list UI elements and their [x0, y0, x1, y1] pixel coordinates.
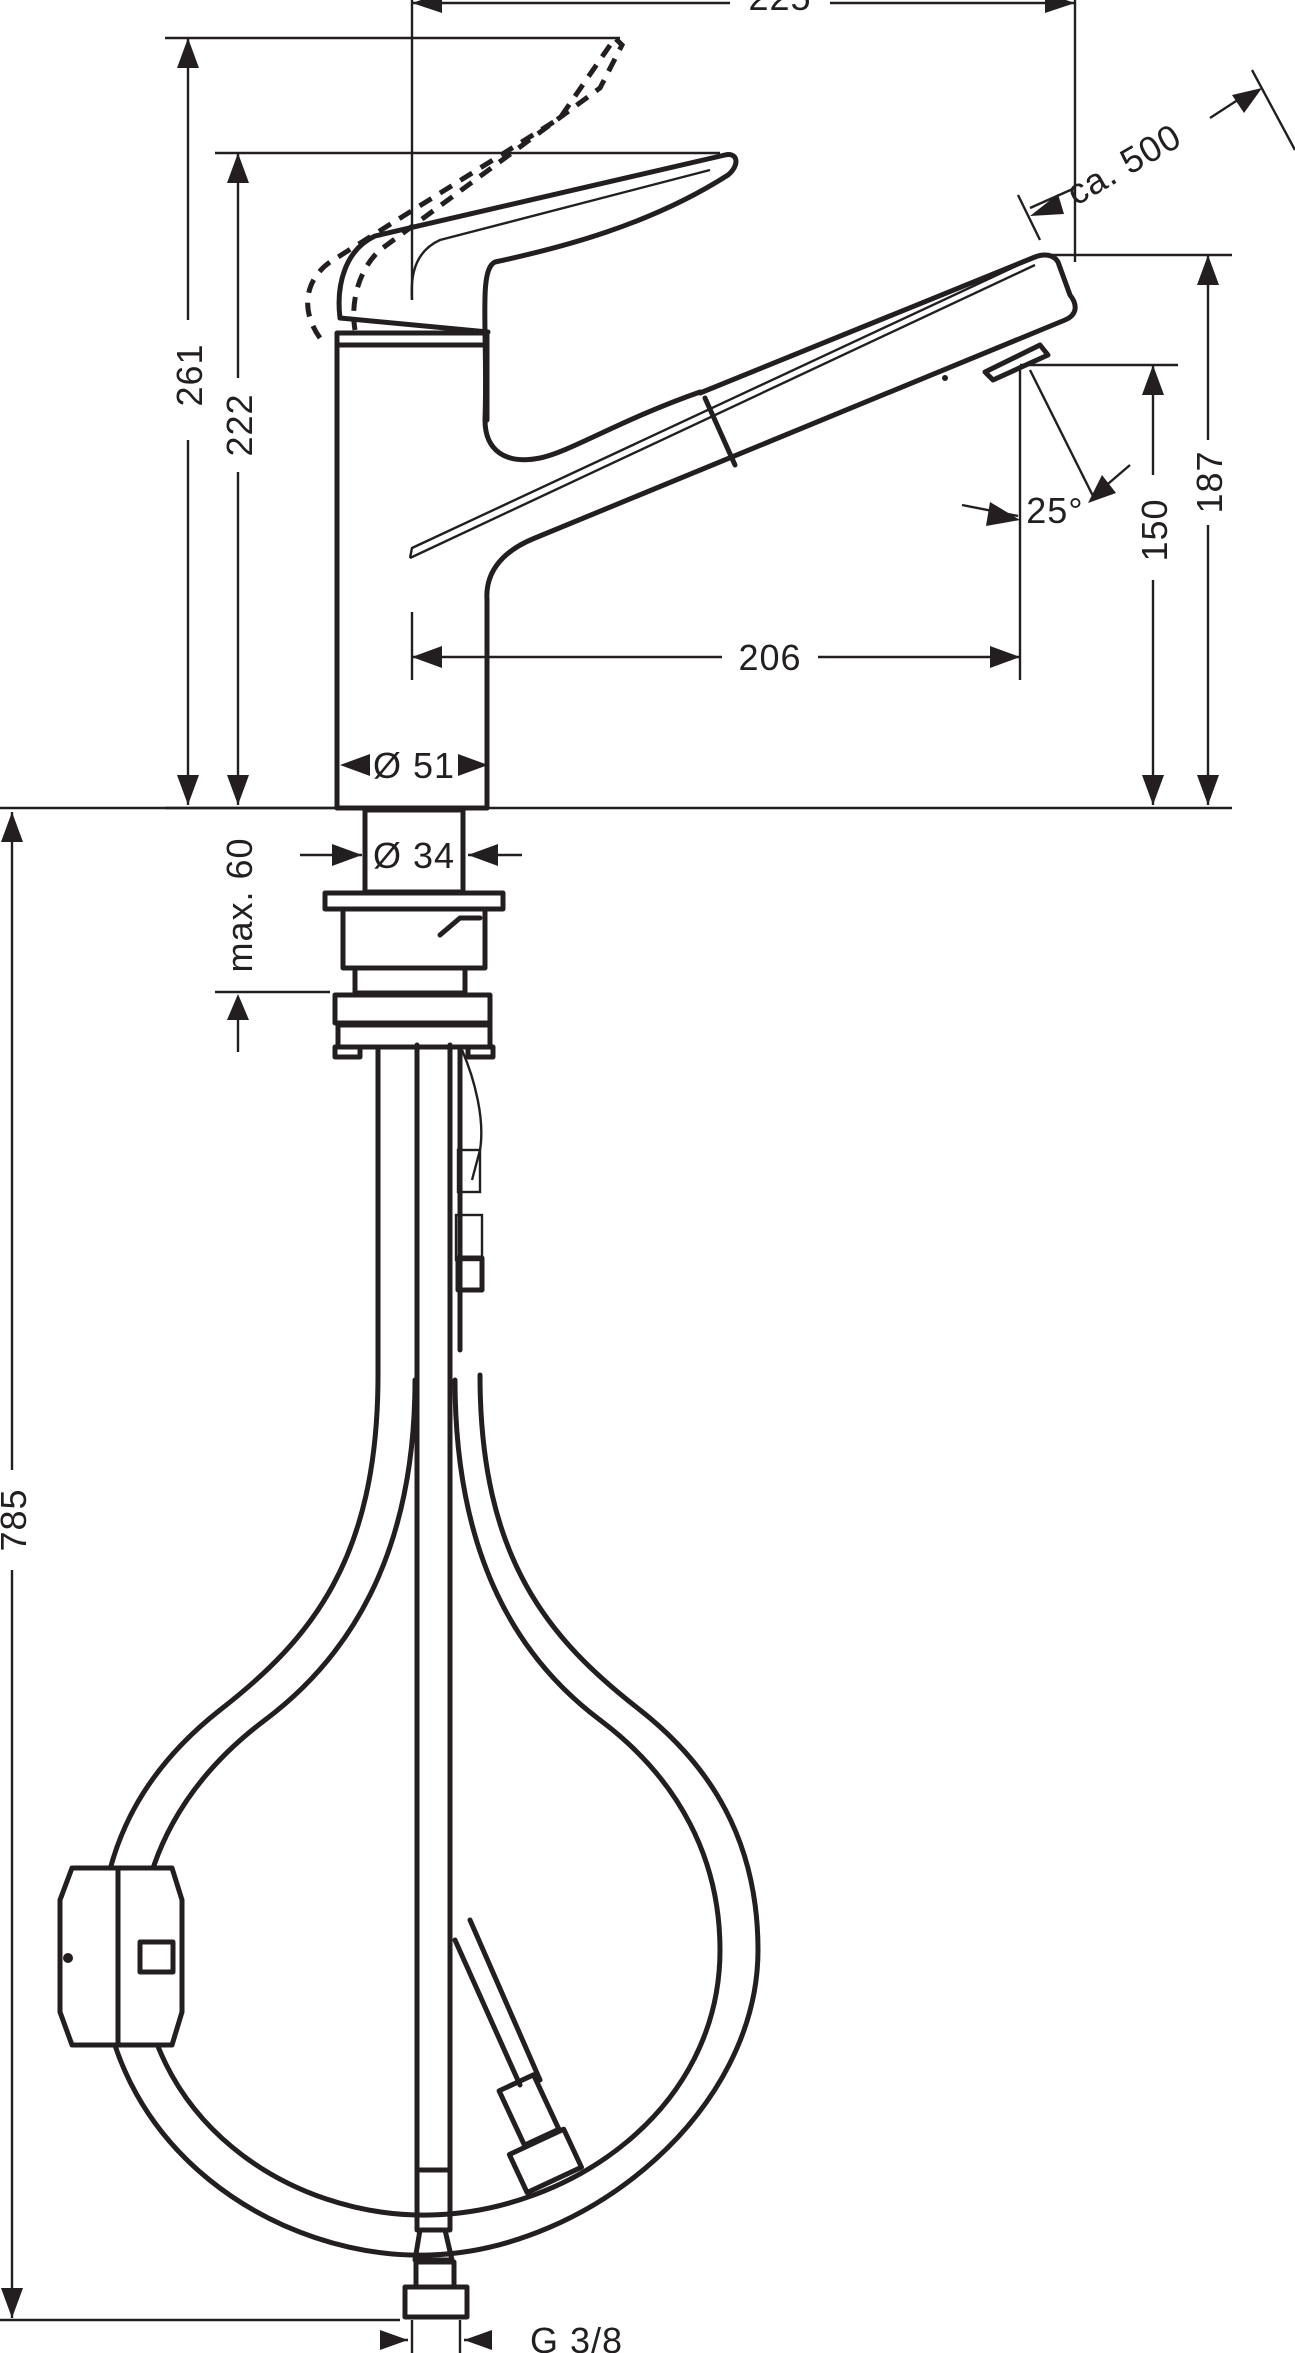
- dim-max-thickness: max. 60: [219, 837, 260, 972]
- dim-handle-height-raised: 261: [169, 343, 210, 406]
- dim-connection: G 3/8: [530, 2320, 623, 2353]
- dim-spray-angle: 25°: [1026, 490, 1083, 531]
- dim-handle-height: 222: [219, 393, 260, 456]
- faucet-body: [57, 34, 1078, 2320]
- dim-projection: 206: [738, 637, 801, 678]
- dimension-arrows: [1, 0, 1262, 2350]
- dim-total-width: 225: [748, 0, 811, 18]
- dim-pull-out: ca. 500: [1059, 115, 1188, 213]
- dim-spout-height: 187: [1189, 450, 1230, 513]
- dim-spray-height: 150: [1134, 498, 1175, 561]
- dim-hole-diameter: Ø 34: [373, 835, 455, 876]
- dim-total-length: 785: [0, 1488, 34, 1551]
- dim-body-diameter: Ø 51: [373, 745, 455, 786]
